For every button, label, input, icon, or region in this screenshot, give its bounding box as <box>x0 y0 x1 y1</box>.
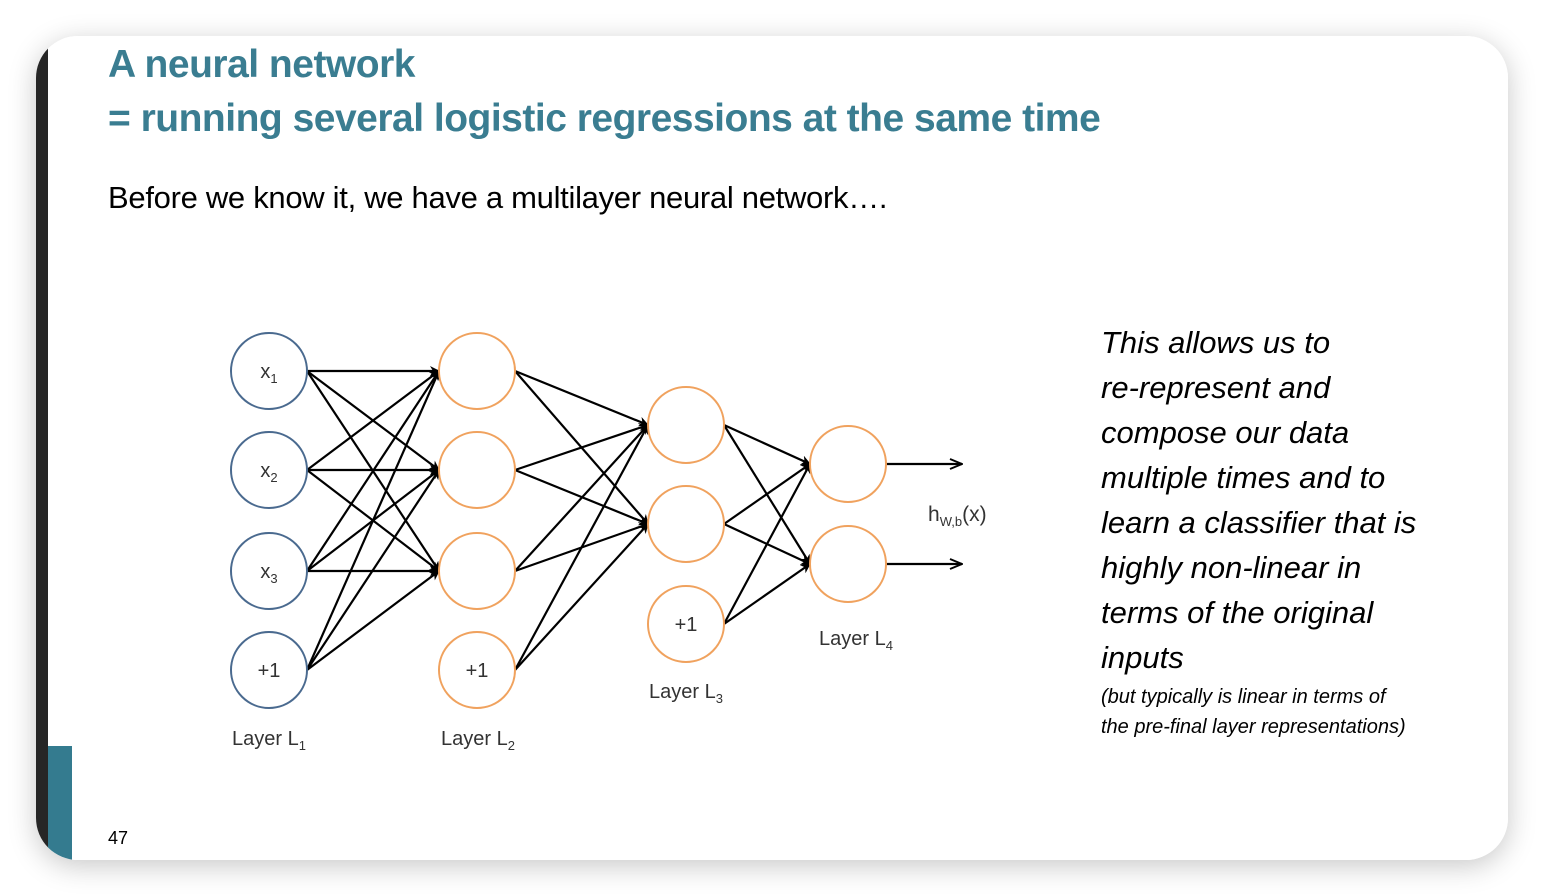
layer-label: Layer L2 <box>441 728 515 753</box>
bias-node <box>647 585 725 663</box>
layer-label: Layer L4 <box>819 628 893 653</box>
side-line: This allows us to <box>1101 325 1331 360</box>
hidden-node <box>647 386 725 464</box>
side-line: compose our data <box>1101 415 1350 450</box>
edge-arrow <box>514 424 649 572</box>
bias-node <box>230 631 308 709</box>
edge-arrow <box>514 369 649 427</box>
title-line-1: A neural network <box>108 43 415 86</box>
edge-arrow <box>306 570 440 671</box>
node-label: +1 <box>258 660 281 682</box>
side-line: multiple times and to <box>1101 460 1386 495</box>
side-line: inputs <box>1101 640 1184 675</box>
node-label: +1 <box>675 614 698 636</box>
edges-group <box>305 366 962 671</box>
hidden-node <box>647 485 725 563</box>
bias-node <box>438 631 516 709</box>
edge-arrow <box>306 370 440 572</box>
slide-left-edge <box>36 36 48 860</box>
slide-title: A neural network = running several logis… <box>108 38 1101 146</box>
hidden-node <box>438 332 516 410</box>
note-line: the pre-final layer representations) <box>1101 716 1406 738</box>
edge-arrow <box>723 563 811 625</box>
side-main-text: This allows us to re-represent and compo… <box>1101 320 1481 680</box>
edge-arrow <box>723 463 811 525</box>
hidden-node <box>438 532 516 610</box>
side-line: terms of the original <box>1101 595 1374 630</box>
side-note: (but typically is linear in terms of the… <box>1101 682 1481 742</box>
accent-bar <box>48 746 72 860</box>
side-line: highly non-linear in <box>1101 550 1362 585</box>
side-explanation: This allows us to re-represent and compo… <box>1101 320 1481 742</box>
edge-arrow <box>723 423 811 466</box>
edge-arrow <box>306 370 440 471</box>
title-line-2: = running several logistic regressions a… <box>108 97 1101 140</box>
nodes-group <box>230 332 887 709</box>
edge-arrow <box>514 523 649 671</box>
page-number: 47 <box>108 828 129 848</box>
layer-label: Layer L3 <box>649 681 723 706</box>
layer-label: Layer L1 <box>232 728 306 753</box>
side-line: re-represent and <box>1101 370 1331 405</box>
output-node <box>809 525 887 603</box>
edge-arrow <box>514 424 649 671</box>
hidden-node <box>438 431 516 509</box>
output-label: hW,b(x) <box>928 503 987 529</box>
edge-arrow <box>306 469 440 671</box>
node-label: +1 <box>466 660 489 682</box>
edge-arrow <box>723 463 811 625</box>
note-line: (but typically is linear in terms of <box>1101 686 1386 708</box>
output-node <box>809 425 887 503</box>
side-line: learn a classifier that is <box>1101 505 1417 540</box>
edge-arrow <box>305 370 441 671</box>
input-node <box>230 532 308 610</box>
input-node <box>230 431 308 509</box>
input-node <box>230 332 308 410</box>
edge-arrow <box>514 423 649 472</box>
slide-subtitle: Before we know it, we have a multilayer … <box>108 180 888 215</box>
